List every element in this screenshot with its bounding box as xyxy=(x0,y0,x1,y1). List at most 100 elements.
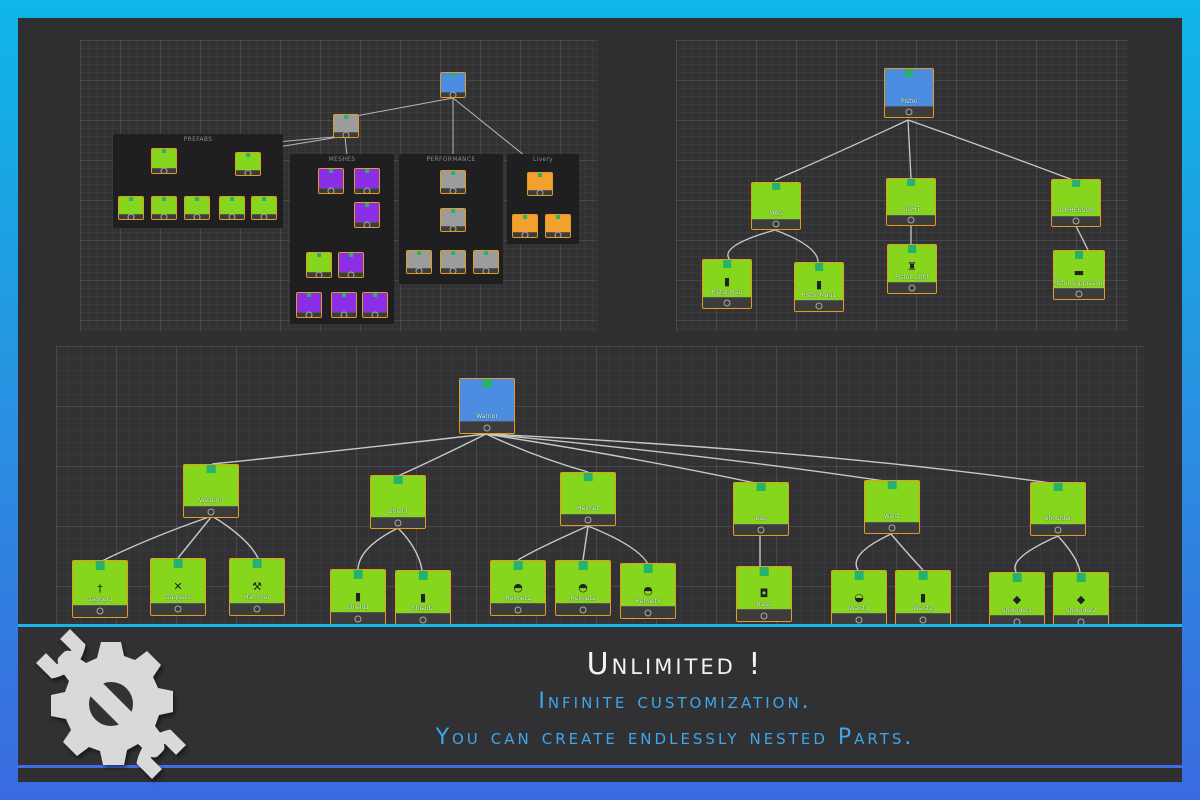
node-prefab-b[interactable] xyxy=(151,196,177,220)
node-mesh-weapon[interactable] xyxy=(318,168,344,194)
node-mesh-leaf-3[interactable] xyxy=(362,292,388,318)
node-perf-root[interactable] xyxy=(440,170,466,194)
node-shield1[interactable]: ▮Shield1 xyxy=(330,569,386,625)
node-label: Shoulder1 xyxy=(1001,606,1033,614)
node-root[interactable] xyxy=(440,72,466,98)
node-dagger1[interactable]: †Dagger1 xyxy=(72,560,128,618)
node-label: Pistol_sight xyxy=(895,274,929,282)
magazine-icon: ▮ xyxy=(815,278,823,292)
crossed-swords-icon: ✕ xyxy=(173,580,183,594)
node-shoulder1[interactable]: ◆Shoulder1 xyxy=(989,572,1045,628)
node-label: Shield1 xyxy=(346,603,370,611)
node-warrior[interactable]: Warrior xyxy=(459,378,515,434)
node-perf-leaf-1[interactable] xyxy=(406,250,432,274)
node-label: Helmet xyxy=(577,504,599,512)
node-perf-engine[interactable] xyxy=(440,208,466,232)
magazine-icon: ▮ xyxy=(723,275,731,289)
node-hammer[interactable]: ⚒Hammer xyxy=(229,558,285,616)
node-helmet[interactable]: Helmet xyxy=(560,472,616,526)
node-supressor[interactable]: SUPRESSOR xyxy=(1051,179,1101,227)
node-bag1[interactable]: ◘Bag1 xyxy=(736,566,792,622)
node-livery-root[interactable] xyxy=(527,172,553,196)
node-mesh-pistol[interactable] xyxy=(306,252,332,278)
node-prefab-c[interactable] xyxy=(184,196,210,220)
node-livery-leaf-1[interactable] xyxy=(512,214,538,238)
node-prefab-d[interactable] xyxy=(219,196,245,220)
node-label: Helmet2 xyxy=(570,594,596,602)
pauldron-icon: ◆ xyxy=(1076,592,1086,606)
node-shield2[interactable]: ▮Shield2 xyxy=(395,570,451,626)
node-label: MAG xyxy=(769,210,783,218)
node-label: Dagger1 xyxy=(87,596,113,604)
node-label: Shoulder2 xyxy=(1065,606,1097,614)
node-prefab[interactable] xyxy=(151,148,177,174)
banner-subtitle-2: You can create endlessly nested Parts. xyxy=(435,725,915,750)
node-mesh-leaf-1[interactable] xyxy=(296,292,322,318)
node-helmet3[interactable]: ◓Helmet3 xyxy=(620,563,676,619)
node-pistol[interactable]: Pistol xyxy=(884,68,934,118)
node-items[interactable] xyxy=(333,114,359,138)
group-title: MESHES xyxy=(328,156,356,163)
node-mag[interactable]: MAG xyxy=(751,182,801,230)
banner-title: Unlimited ! xyxy=(586,647,764,682)
node-perf-leaf-2[interactable] xyxy=(440,250,466,274)
node-prefab-item[interactable] xyxy=(235,152,261,176)
node-label: Pistol_suppressor xyxy=(1053,279,1105,287)
promo-banner: Unlimited ! Infinite customization. You … xyxy=(18,624,1182,779)
node-pistol-mag[interactable]: ▮Pistol Mag xyxy=(702,259,752,309)
node-pistol-mag1[interactable]: ▮Pistol Mag1 xyxy=(794,262,844,312)
node-mesh-leaf-2[interactable] xyxy=(331,292,357,318)
node-waist[interactable]: Waist xyxy=(864,480,920,534)
node-prefab-a[interactable] xyxy=(118,196,144,220)
node-helmet2[interactable]: ◓Helmet2 xyxy=(555,560,611,616)
gear-wrench-icon xyxy=(26,619,196,789)
node-shield[interactable]: Shield xyxy=(370,475,426,529)
node-sight[interactable]: SIGHT xyxy=(886,178,936,226)
node-label: Warrior xyxy=(476,412,498,420)
node-pistol-sight[interactable]: ♜Pistol_sight xyxy=(887,244,937,294)
node-shoulder2[interactable]: ◆Shoulder2 xyxy=(1053,572,1109,628)
helmet-icon: ◓ xyxy=(513,580,523,594)
belt-icon: ▮ xyxy=(919,590,927,604)
node-label: Pistol Mag1 xyxy=(801,292,837,300)
node-mesh-rifle[interactable] xyxy=(338,252,364,278)
helmet-icon: ◓ xyxy=(643,583,653,597)
node-helmet1[interactable]: ◓Helmet1 xyxy=(490,560,546,616)
node-label: Dagger2 xyxy=(165,594,191,602)
node-prefab-e[interactable] xyxy=(251,196,277,220)
belt-icon: ◒ xyxy=(854,590,864,604)
node-bag[interactable]: Bag xyxy=(733,482,789,536)
node-dagger2[interactable]: ✕Dagger2 xyxy=(150,558,206,616)
node-perf-leaf-3[interactable] xyxy=(473,250,499,274)
node-label: Shoulder xyxy=(1044,514,1072,522)
sight-icon: ♜ xyxy=(907,260,917,274)
shield-icon: ▮ xyxy=(419,590,427,604)
group-title: Livery xyxy=(532,156,554,163)
node-label: Hammer xyxy=(243,594,271,602)
node-weapon[interactable]: Weapon xyxy=(183,464,239,518)
wires-top-right xyxy=(727,119,1089,263)
node-label: SUPRESSOR xyxy=(1057,207,1095,215)
group-title: PREFABS xyxy=(183,136,213,143)
suppressor-icon: ▬ xyxy=(1073,265,1085,279)
banner-subtitle-1: Infinite customization. xyxy=(538,689,812,714)
node-label: Pistol xyxy=(901,98,917,106)
node-label: Shield2 xyxy=(411,604,435,612)
dagger-icon: † xyxy=(97,582,103,596)
shield-icon: ▮ xyxy=(354,589,362,603)
group-title: PERFORMANCE xyxy=(426,156,476,163)
node-shoulder[interactable]: Shoulder xyxy=(1030,482,1086,536)
node-label: Shield xyxy=(388,507,408,515)
node-label: Helmet1 xyxy=(505,594,531,602)
node-label: Bag1 xyxy=(756,600,772,608)
node-label: Waist1 xyxy=(848,604,870,612)
node-mesh-item[interactable] xyxy=(354,168,380,194)
node-livery-leaf-2[interactable] xyxy=(545,214,571,238)
node-waist1[interactable]: ◒Waist1 xyxy=(831,570,887,626)
node-mesh-shield[interactable] xyxy=(354,202,380,228)
graph-editor-canvas[interactable]: PREFABS MESHES PERFORMANCE Livery xyxy=(18,18,1182,782)
node-waist2[interactable]: ▮Waist2 xyxy=(895,570,951,626)
hammer-icon: ⚒ xyxy=(252,580,262,594)
node-pistol-suppressor[interactable]: ▬Pistol_suppressor xyxy=(1053,250,1105,300)
node-label: Pistol Mag xyxy=(711,289,743,297)
